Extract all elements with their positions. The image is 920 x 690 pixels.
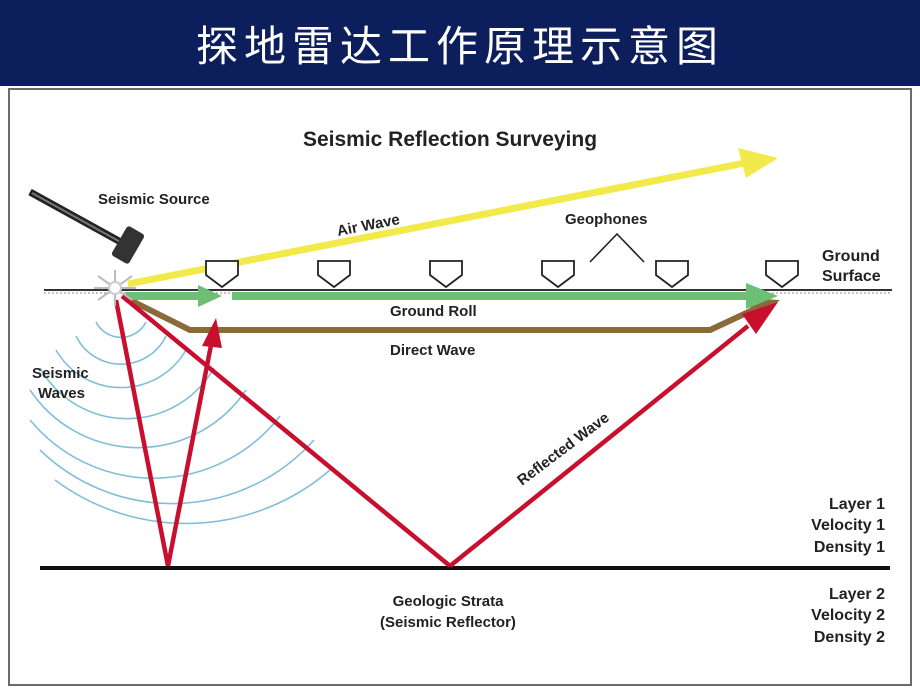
diagram-heading: Seismic Reflection Surveying — [303, 128, 597, 151]
label-ground-roll: Ground Roll — [390, 303, 477, 320]
label-surface: Surface — [822, 268, 881, 285]
reflected-arrowhead-long — [742, 302, 778, 334]
figure-frame — [8, 88, 912, 686]
wave-arc — [95, 321, 147, 339]
label-seismic-source: Seismic Source — [98, 191, 210, 208]
wave-arc — [55, 349, 187, 389]
label-ground: Ground — [822, 248, 880, 265]
hammer-icon — [28, 188, 145, 264]
label-layer2-velocity: Velocity 2 — [811, 607, 885, 624]
label-seismic-reflector: (Seismic Reflector) — [380, 614, 516, 631]
label-geophones: Geophones — [565, 211, 648, 228]
wave-arc — [29, 415, 281, 479]
geophone — [655, 260, 689, 289]
seismic-burst-icon — [94, 270, 136, 306]
label-waves: Waves — [38, 385, 85, 402]
label-layer2-name: Layer 2 — [829, 586, 885, 603]
seismic-waves — [29, 321, 331, 525]
geophone — [429, 260, 463, 289]
label-geologic-strata: Geologic Strata — [393, 593, 505, 610]
wave-arc — [39, 439, 315, 505]
geophone — [541, 260, 575, 289]
geophones-pointer — [589, 232, 645, 263]
slide-title: 探地雷达工作原理示意图 — [195, 21, 724, 71]
label-seismic: Seismic — [32, 365, 89, 382]
label-direct-wave: Direct Wave — [390, 342, 475, 359]
reflected-arrowhead-short — [202, 318, 222, 348]
wave-arc — [75, 335, 167, 366]
label-layer2-density: Density 2 — [814, 629, 885, 646]
ground-roll-arrow — [126, 283, 778, 309]
wave-arc — [39, 367, 215, 420]
geophone — [765, 260, 799, 289]
wave-arc — [54, 469, 331, 525]
slide-title-bar: 探地雷达工作原理示意图 — [0, 0, 920, 86]
label-layer1-velocity: Velocity 1 — [811, 517, 885, 534]
wave-arc — [29, 389, 247, 449]
label-layer1-name: Layer 1 — [829, 496, 885, 513]
geophone — [317, 260, 351, 289]
label-layer1-density: Density 1 — [814, 539, 885, 556]
geophone — [205, 260, 239, 289]
geophones — [205, 260, 799, 289]
reflected-wave-rays — [113, 294, 750, 568]
